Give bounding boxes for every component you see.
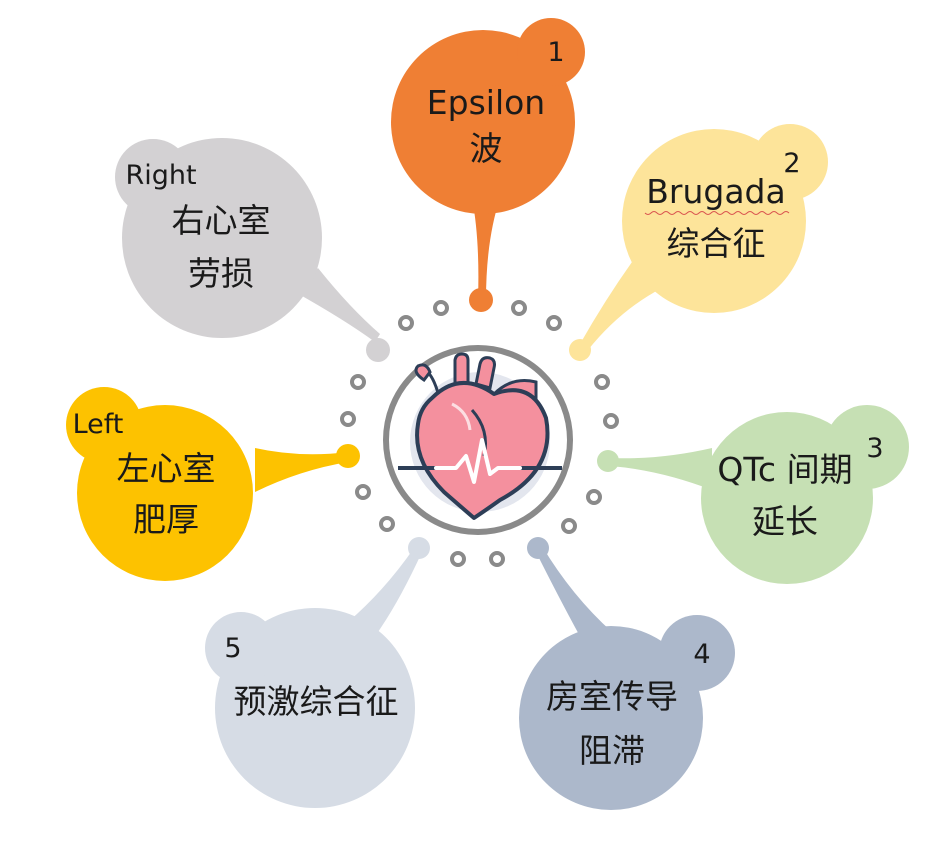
bubble-brugada-number: 2 xyxy=(783,148,800,179)
bubble-qtc: 3 QTc 间期 延长 xyxy=(597,405,909,584)
bubble-lvh: Left 左心室 肥厚 xyxy=(66,387,360,581)
bubble-epsilon-line1: Epsilon xyxy=(427,83,545,122)
spellcheck-underline xyxy=(644,211,790,215)
dot-ring xyxy=(340,300,619,567)
bubble-wpw-number: 5 xyxy=(224,633,241,664)
heart-ecg-icon xyxy=(383,345,573,535)
bubble-epsilon: 1 Epsilon 波 xyxy=(391,18,585,312)
bubble-brugada: 2 Brugada 综合征 xyxy=(569,124,828,361)
bubble-lvh-line1: 左心室 xyxy=(117,449,216,488)
bubble-rv-strain-tag: Right xyxy=(125,160,196,191)
bubble-av-block-line1: 房室传导 xyxy=(546,677,678,716)
bubble-epsilon-line2: 波 xyxy=(470,129,503,168)
bubble-av-block-line2: 阻滞 xyxy=(579,731,645,770)
bubble-brugada-line2: 综合征 xyxy=(667,224,766,263)
bubble-wpw-line1: 预激综合征 xyxy=(234,682,399,721)
bubble-wpw: 5 预激综合征 xyxy=(205,537,430,808)
bubble-qtc-line1: QTc 间期 xyxy=(717,450,852,489)
bubble-rv-strain-line2: 劳损 xyxy=(188,254,254,293)
bubble-rv-strain: Right 右心室 劳损 xyxy=(115,138,390,362)
bubble-epsilon-number: 1 xyxy=(547,37,564,68)
bubble-qtc-line2: 延长 xyxy=(752,502,818,541)
bubble-brugada-line1: Brugada xyxy=(646,172,785,211)
bubble-av-block-number: 4 xyxy=(693,639,710,670)
bubble-qtc-number: 3 xyxy=(866,433,883,464)
bubble-lvh-tag: Left xyxy=(73,409,124,440)
bubble-rv-strain-line1: 右心室 xyxy=(172,201,271,240)
bubble-lvh-line2: 肥厚 xyxy=(133,500,199,539)
bubble-av-block: 4 房室传导 阻滞 xyxy=(519,537,735,810)
